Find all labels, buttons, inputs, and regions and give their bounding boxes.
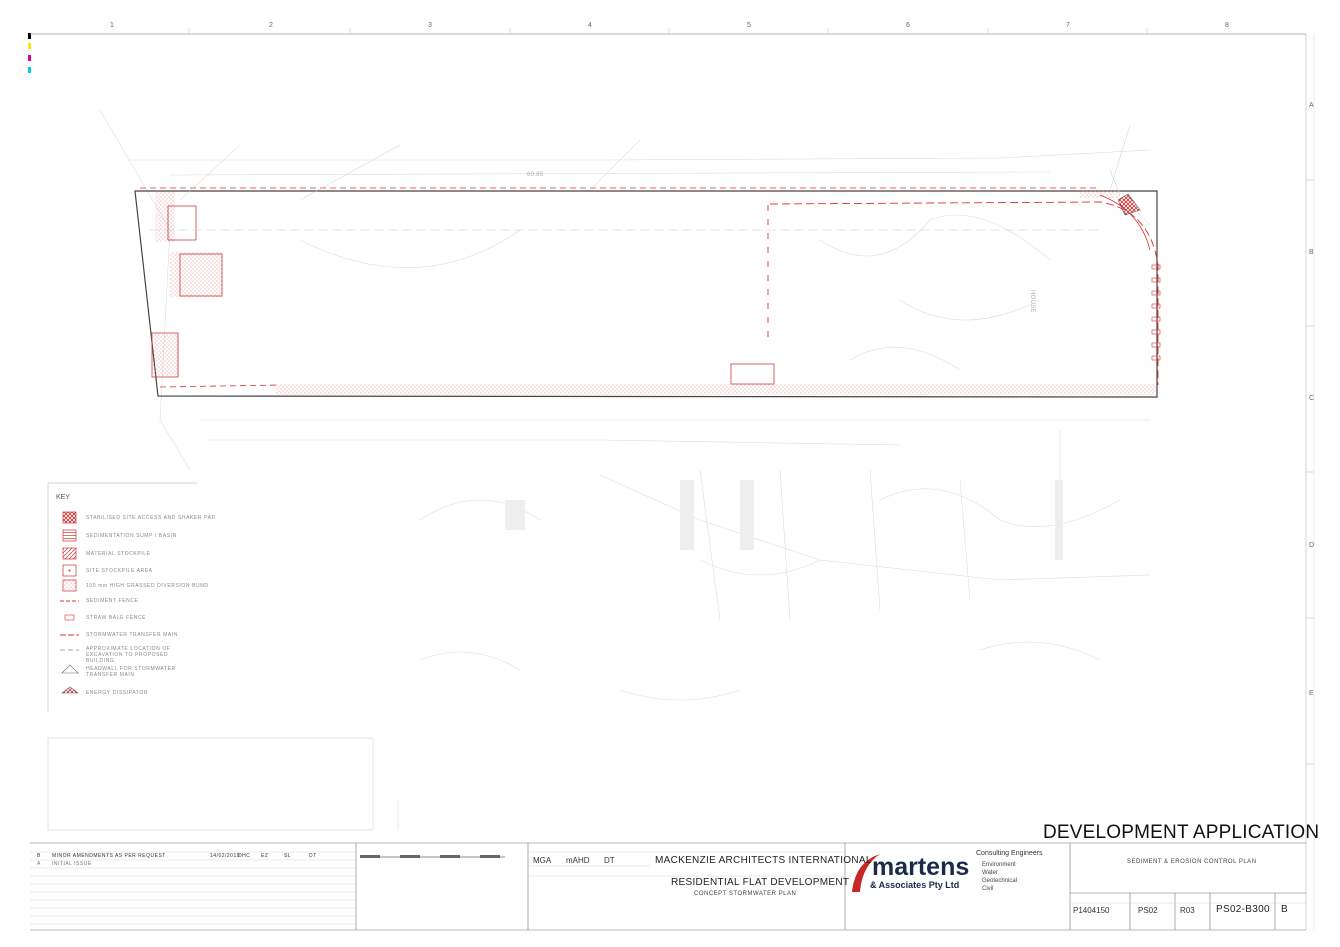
key-item-label: 100 mm HIGH GRASSED DIVERSION BUND	[86, 583, 209, 589]
company-logo-text: martens	[872, 853, 970, 881]
project-subtitle: CONCEPT STORMWATER PLAN	[694, 891, 797, 897]
report-value: R03	[1180, 906, 1195, 915]
drawing-number-value: PS02-B300	[1216, 904, 1270, 915]
discipline-label: Water	[982, 870, 998, 876]
plan-set-value: PS02	[1138, 906, 1158, 915]
revision-designed: EZ	[261, 853, 269, 859]
cmyk-black-mark	[28, 33, 31, 39]
project-title: RESIDENTIAL FLAT DEVELOPMENT	[671, 877, 850, 888]
revision-checked: SL	[284, 853, 292, 859]
key-item-label: HEADWALL FOR STORMWATER TRANSFER MAIN	[86, 666, 176, 678]
revision-approved: DT	[309, 853, 317, 859]
grid-column-label: 8	[1225, 22, 1229, 29]
grid-row-label: B	[1309, 249, 1314, 256]
project-number-value: P1404150	[1073, 906, 1110, 915]
development-application-stamp: DEVELOPMENT APPLICATION	[1043, 822, 1320, 843]
key-item-label: APPROXIMATE LOCATION OF EXCAVATION TO PR…	[86, 646, 171, 664]
grid-row-label: D	[1309, 542, 1315, 549]
discipline-label: Geotechnical	[982, 878, 1018, 884]
revision-letter: B	[37, 853, 41, 859]
client-name: MACKENZIE ARCHITECTS INTERNATIONAL	[655, 855, 872, 866]
cmyk-yellow-mark	[28, 43, 31, 49]
grid-column-label: 2	[269, 22, 273, 29]
grid-row-label: A	[1309, 102, 1314, 109]
grid-column-label: 3	[428, 22, 432, 29]
key-item-label: SEDIMENTATION SUMP / BASIN	[86, 533, 177, 539]
grid-row-label: C	[1309, 395, 1315, 402]
drawing-title: SEDIMENT & EROSION CONTROL PLAN	[1127, 859, 1257, 865]
grid-column-label: 4	[588, 22, 592, 29]
grid-column-label: 7	[1066, 22, 1070, 29]
grid-system-value: MGA	[533, 856, 552, 865]
cmyk-magenta-mark	[28, 55, 31, 61]
key-title: KEY	[56, 494, 71, 501]
revision-value: B	[1281, 904, 1288, 915]
key-item-label: STABILISED SITE ACCESS AND SHAKER PAD	[86, 515, 216, 521]
revision-drawn: DHC	[238, 853, 251, 859]
discipline-label: Civil	[982, 886, 994, 892]
house-label: HOUSE	[1029, 290, 1035, 313]
project-manager-value: DT	[604, 856, 615, 865]
height-datum-value: mAHD	[566, 856, 590, 865]
consulting-engineers-label: Consulting Engineers	[976, 850, 1043, 857]
key-item-label: STRAW BALE FENCE	[86, 615, 146, 621]
key-item-label: ENERGY DISSIPATOR	[86, 690, 149, 696]
spot-level-label: 60.85	[527, 172, 544, 178]
revision-letter: A	[37, 861, 41, 867]
grid-column-label: 5	[747, 22, 751, 29]
grid-row-label: E	[1309, 690, 1314, 697]
grid-column-label: 6	[906, 22, 910, 29]
revision-description: INITIAL ISSUE	[52, 861, 92, 867]
revision-description: MINOR AMENDMENTS AS PER REQUEST	[52, 853, 166, 859]
key-item-label: MATERIAL STOCKPILE	[86, 551, 151, 557]
discipline-label: Environment	[982, 862, 1016, 868]
grid-column-label: 1	[110, 22, 114, 29]
key-item-label: STORMWATER TRANSFER MAIN	[86, 632, 178, 638]
company-logo-subtext: & Associates Pty Ltd	[870, 880, 960, 890]
revision-date: 14/02/2019	[210, 853, 241, 859]
cmyk-cyan-mark	[28, 67, 31, 73]
key-item-label: SITE STOCKPILE AREA	[86, 568, 153, 574]
key-item-label: SEDIMENT FENCE	[86, 598, 139, 604]
